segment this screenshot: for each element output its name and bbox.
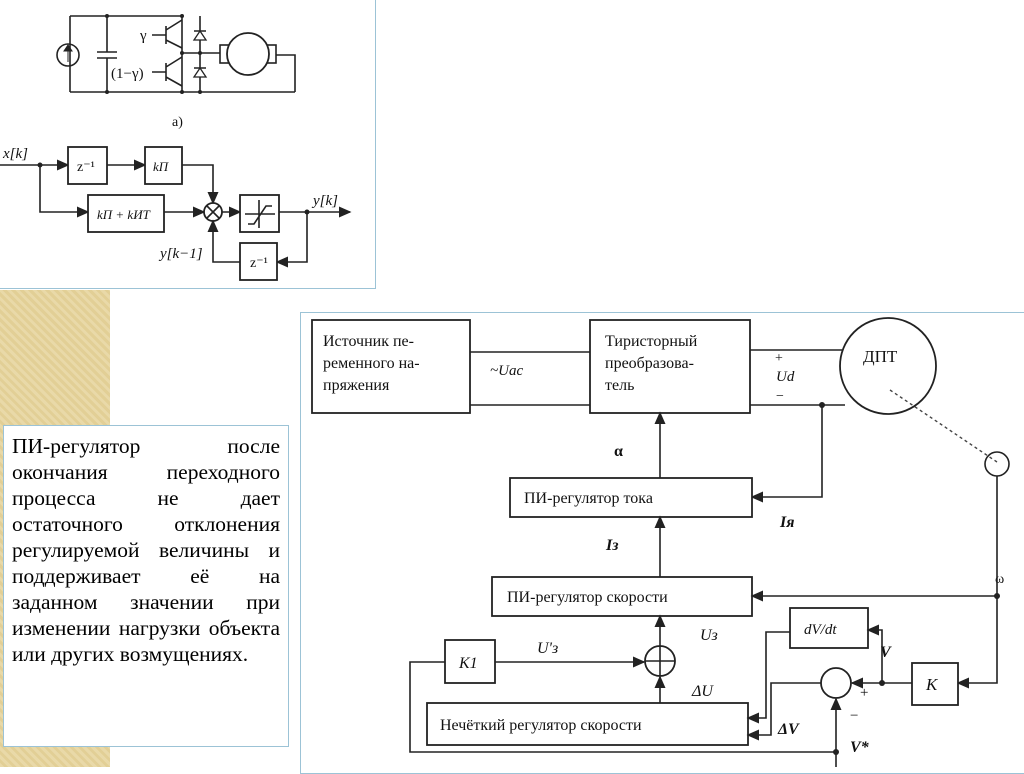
omega-label: ω — [995, 572, 1004, 587]
delta-u-label: ΔU — [691, 683, 714, 700]
k1-label: K1 — [458, 655, 478, 672]
current-ref-label: Iз — [605, 537, 618, 554]
top-diagram-frame — [0, 0, 376, 289]
input-label: x[k] — [2, 146, 28, 162]
feedback-label: y[k−1] — [158, 246, 203, 262]
delta-v-label: ΔV — [777, 721, 800, 738]
minus-sign: − — [776, 389, 784, 404]
converter-line: тель — [605, 377, 634, 394]
speed-regulator-label: ПИ-регулятор скорости — [507, 589, 668, 606]
fuzzy-regulator-label: Нечёткий регулятор скорости — [440, 717, 642, 734]
ud-label: Ud — [776, 369, 795, 385]
plus-sign: + — [860, 685, 868, 701]
output-label: y[k] — [311, 193, 338, 209]
inverter-circuit: γ (1−γ) a) — [56, 14, 296, 130]
delay-block-1: z⁻¹ — [77, 160, 95, 175]
ac-source-block — [311, 319, 471, 414]
derivative-label: dV/dt — [804, 622, 837, 638]
fuzzy-regulator-block — [426, 702, 749, 746]
capacitor-icon — [97, 51, 117, 59]
current-source-icon — [56, 43, 80, 67]
ac-voltage-label: ~Uac — [490, 363, 523, 379]
source-line: Источник пе- — [323, 333, 414, 350]
derivative-block — [789, 607, 869, 649]
description-paragraph: ПИ-регулятор после окончания переходного… — [12, 434, 280, 666]
drive-diagram: Источник пе- ременного на- пряжения ~Uac… — [311, 317, 1010, 767]
u-ref-label: Uз — [700, 627, 718, 644]
plus-sign: + — [775, 351, 783, 366]
speed-regulator-block — [491, 576, 753, 617]
u-ref-prime-label: U'з — [537, 640, 558, 657]
current-regulator-label: ПИ-регулятор тока — [524, 490, 653, 507]
k-label: K — [925, 675, 939, 694]
transistor-icon — [152, 19, 183, 87]
converter-line: Тиристорный — [605, 333, 698, 350]
v-star-label: V* — [850, 739, 870, 756]
minus-sign: − — [850, 708, 858, 724]
caption-a: a) — [172, 115, 183, 130]
k-block — [911, 662, 959, 706]
armature-current-label: Iя — [779, 514, 794, 531]
dc-motor-circle — [839, 317, 937, 415]
converter-line: преобразова- — [605, 355, 694, 372]
v-label: V — [880, 644, 892, 661]
gain-block: kП — [153, 159, 170, 174]
motor-label: ДПТ — [863, 347, 898, 366]
converter-block — [589, 319, 751, 414]
source-line: ременного на- — [323, 355, 420, 372]
speed-sensor-icon — [984, 451, 1010, 477]
discrete-pi-diagram: x[k] z⁻¹ kП kП + kИT y[k] z⁻¹ y[k−1] — [0, 146, 352, 281]
gate-label-bottom: (1−γ) — [111, 66, 144, 82]
source-line: пряжения — [323, 377, 390, 394]
alpha-label: α — [614, 443, 623, 460]
current-regulator-block — [509, 477, 753, 518]
delay-block-2: z⁻¹ — [250, 256, 268, 271]
description-text-box: ПИ-регулятор после окончания переходного… — [3, 425, 289, 747]
comparator-icon — [820, 667, 852, 699]
gain-sum-block: kП + kИT — [97, 207, 151, 222]
gate-label-top: γ — [139, 28, 147, 44]
dc-motor-icon — [226, 32, 270, 76]
